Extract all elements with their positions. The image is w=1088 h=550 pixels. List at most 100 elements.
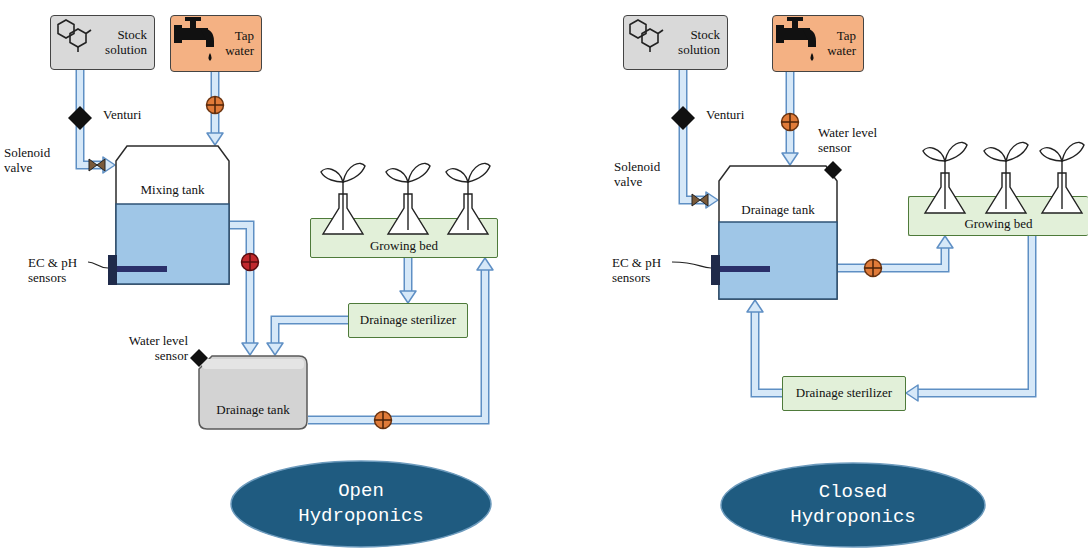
water-fill — [116, 204, 229, 284]
drainage-tank: Drainage tank — [198, 355, 308, 430]
drawing-part — [711, 255, 720, 285]
ellipse-shape — [230, 460, 492, 548]
part-label: Venturi — [103, 107, 141, 122]
drawing-part — [207, 97, 224, 114]
tank-body — [719, 166, 837, 299]
arrow-head — [267, 343, 283, 355]
panel-title: Open Hydroponics — [281, 479, 441, 528]
pipe-wall — [211, 72, 220, 136]
pipe-connector — [80, 70, 115, 173]
title-ellipse-shape — [721, 463, 985, 547]
drawing-part — [117, 266, 167, 272]
sensor-label-box: EC & pH sensors — [612, 256, 672, 286]
sterilizer-box: Drainage sterilizer — [782, 376, 906, 411]
ec-ph-sensor — [88, 255, 770, 285]
pipe-wall — [683, 70, 709, 200]
pipe-connector — [747, 300, 782, 393]
stock-box: Stock solution — [623, 15, 728, 70]
sensor-label: EC & pH sensors — [612, 255, 661, 285]
part-label-box: Solenoid valve — [614, 160, 666, 190]
pipe-bore — [212, 72, 218, 136]
sensor-label: Water level sensor — [129, 333, 188, 363]
drawing-part — [321, 163, 365, 234]
node-label: Stock solution — [91, 28, 147, 58]
arrow-head — [103, 157, 115, 173]
node-label: Drainage sterilizer — [796, 386, 892, 401]
pipe-wall — [80, 70, 106, 165]
drawing-part — [58, 20, 91, 52]
arrow-head — [782, 153, 798, 165]
drawing-part — [865, 260, 882, 277]
node-label: Growing bed — [964, 217, 1032, 232]
stock-box: Stock solution — [50, 15, 155, 70]
pipe-connector — [207, 72, 223, 145]
node-label: Stock solution — [664, 28, 720, 58]
venturi-symbol — [68, 106, 695, 130]
part-label: Venturi — [706, 107, 744, 122]
pipe-wall — [786, 72, 795, 156]
panel-title: Closed Hydroponics — [773, 480, 933, 529]
drawing-part — [984, 142, 1028, 213]
arrow-head — [207, 133, 223, 145]
pipe-wall — [275, 320, 348, 346]
pipe-bore — [838, 245, 945, 268]
node-label: Tap water — [212, 29, 254, 59]
part-label-box: Solenoid valve — [4, 146, 56, 176]
drawing-part — [776, 17, 816, 61]
title-ellipse-shape — [231, 461, 491, 547]
arrow-head — [706, 192, 718, 208]
pipe-bore — [683, 70, 709, 200]
title-ellipse: Open Hydroponics — [230, 460, 492, 548]
pipe-connector — [230, 225, 258, 355]
drawing-part — [190, 349, 208, 367]
water-fill — [719, 222, 837, 299]
part-label: Solenoid valve — [4, 145, 50, 175]
title-ellipse: Closed Hydroponics — [720, 462, 986, 548]
solenoid-valve-symbol — [89, 159, 708, 206]
tap-box: Tap water — [170, 15, 262, 72]
arrow-head — [242, 343, 258, 355]
pipe-connector — [308, 258, 493, 420]
drawing-part — [720, 266, 770, 272]
pipe-wall — [230, 225, 250, 346]
faucet-icon — [174, 17, 816, 61]
drawing-part — [692, 194, 708, 206]
drainage-tank: Drainage tank — [718, 165, 838, 300]
drawing-part — [923, 142, 967, 213]
pipe-bore — [308, 267, 485, 420]
tank-body — [199, 356, 307, 429]
growing-bed: Growing bed — [310, 218, 498, 258]
pipe-bore — [275, 320, 348, 346]
drawing-part — [782, 114, 799, 131]
drawing-part — [108, 255, 117, 285]
pipe-connector — [267, 320, 348, 355]
part-label-box: Venturi — [103, 108, 163, 123]
arrow-head — [747, 300, 763, 312]
tank-lid — [202, 359, 304, 369]
drawing-part — [671, 106, 695, 130]
pipe-bore — [787, 72, 793, 156]
tank-shape — [115, 145, 230, 285]
stock-icon — [58, 20, 663, 52]
sensor-label-box: Water level sensor — [118, 334, 188, 364]
ellipse-shape — [720, 462, 986, 548]
growing-bed: Growing bed — [908, 196, 1088, 236]
pipe-bore — [230, 225, 250, 346]
plant-flask — [321, 142, 1084, 234]
pipe-bore — [405, 258, 411, 294]
pipe-connector — [683, 70, 718, 208]
drawing-part — [386, 163, 430, 234]
pipe-bore — [755, 309, 782, 393]
node-label: Growing bed — [370, 239, 438, 254]
part-label-box: Venturi — [706, 108, 766, 123]
pipe-wall — [404, 258, 413, 294]
tap-box: Tap water — [772, 15, 864, 72]
sensor-label-box: Water level sensor — [818, 126, 890, 156]
drawing-part — [68, 106, 92, 130]
tank-shape — [198, 355, 308, 430]
pipe-bore — [915, 236, 1032, 393]
arrow-head — [477, 258, 493, 270]
pipe-connector — [400, 258, 416, 303]
node-label: Drainage sterilizer — [360, 313, 456, 328]
valve-symbol — [242, 254, 259, 271]
